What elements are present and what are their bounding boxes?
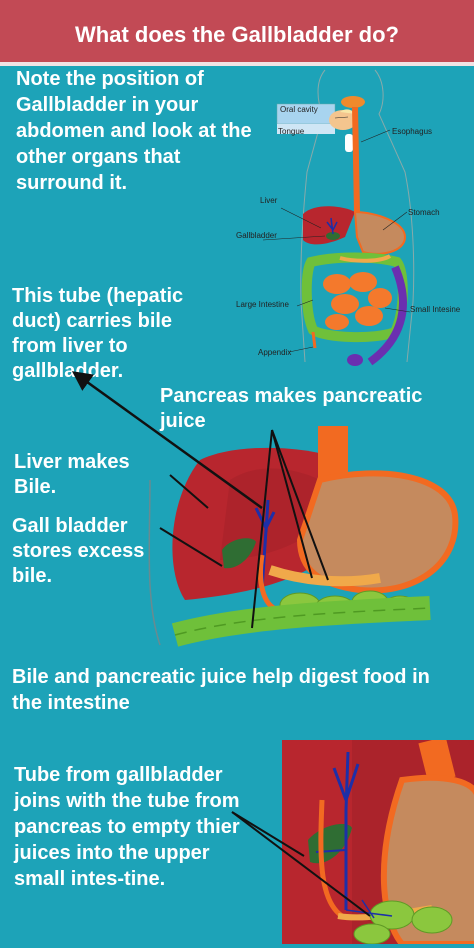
hepatic-duct-callout: This tube (hepatic duct) carries bile fr… <box>12 285 184 382</box>
label-liver: Liver <box>260 196 278 205</box>
label-small-intestine: Small Intesine <box>410 305 461 314</box>
gallbladder-callout: Gall bladder stores excess bile. <box>12 515 145 587</box>
liver-closeup-diagram <box>148 426 459 647</box>
liver-callout: Liver makes Bile. <box>14 451 130 498</box>
label-esophagus: Esophagus <box>392 127 433 136</box>
intro-text: Note the position of Gallbladder in your… <box>16 68 252 194</box>
digest-text: Bile and pancreatic juice help digest fo… <box>12 666 430 714</box>
label-tongue: Tongue <box>278 127 305 136</box>
label-stomach: Stomach <box>408 208 440 217</box>
label-oral-cavity: Oral cavity <box>280 105 318 114</box>
label-gallbladder: Gallbladder <box>236 231 277 240</box>
header-banner: What does the Gallbladder do? <box>0 0 474 66</box>
tube-text: Tube from gallbladder joins with the tub… <box>14 764 240 890</box>
digestive-system-diagram <box>262 69 415 366</box>
duct-junction-diagram <box>282 740 474 944</box>
label-large-intestine: Large Intestine <box>236 300 289 309</box>
pancreas-callout: Pancreas makes pancreatic juice <box>160 385 423 432</box>
page-title: What does the Gallbladder do? <box>75 22 399 47</box>
label-appendix: Appendix <box>258 348 292 357</box>
